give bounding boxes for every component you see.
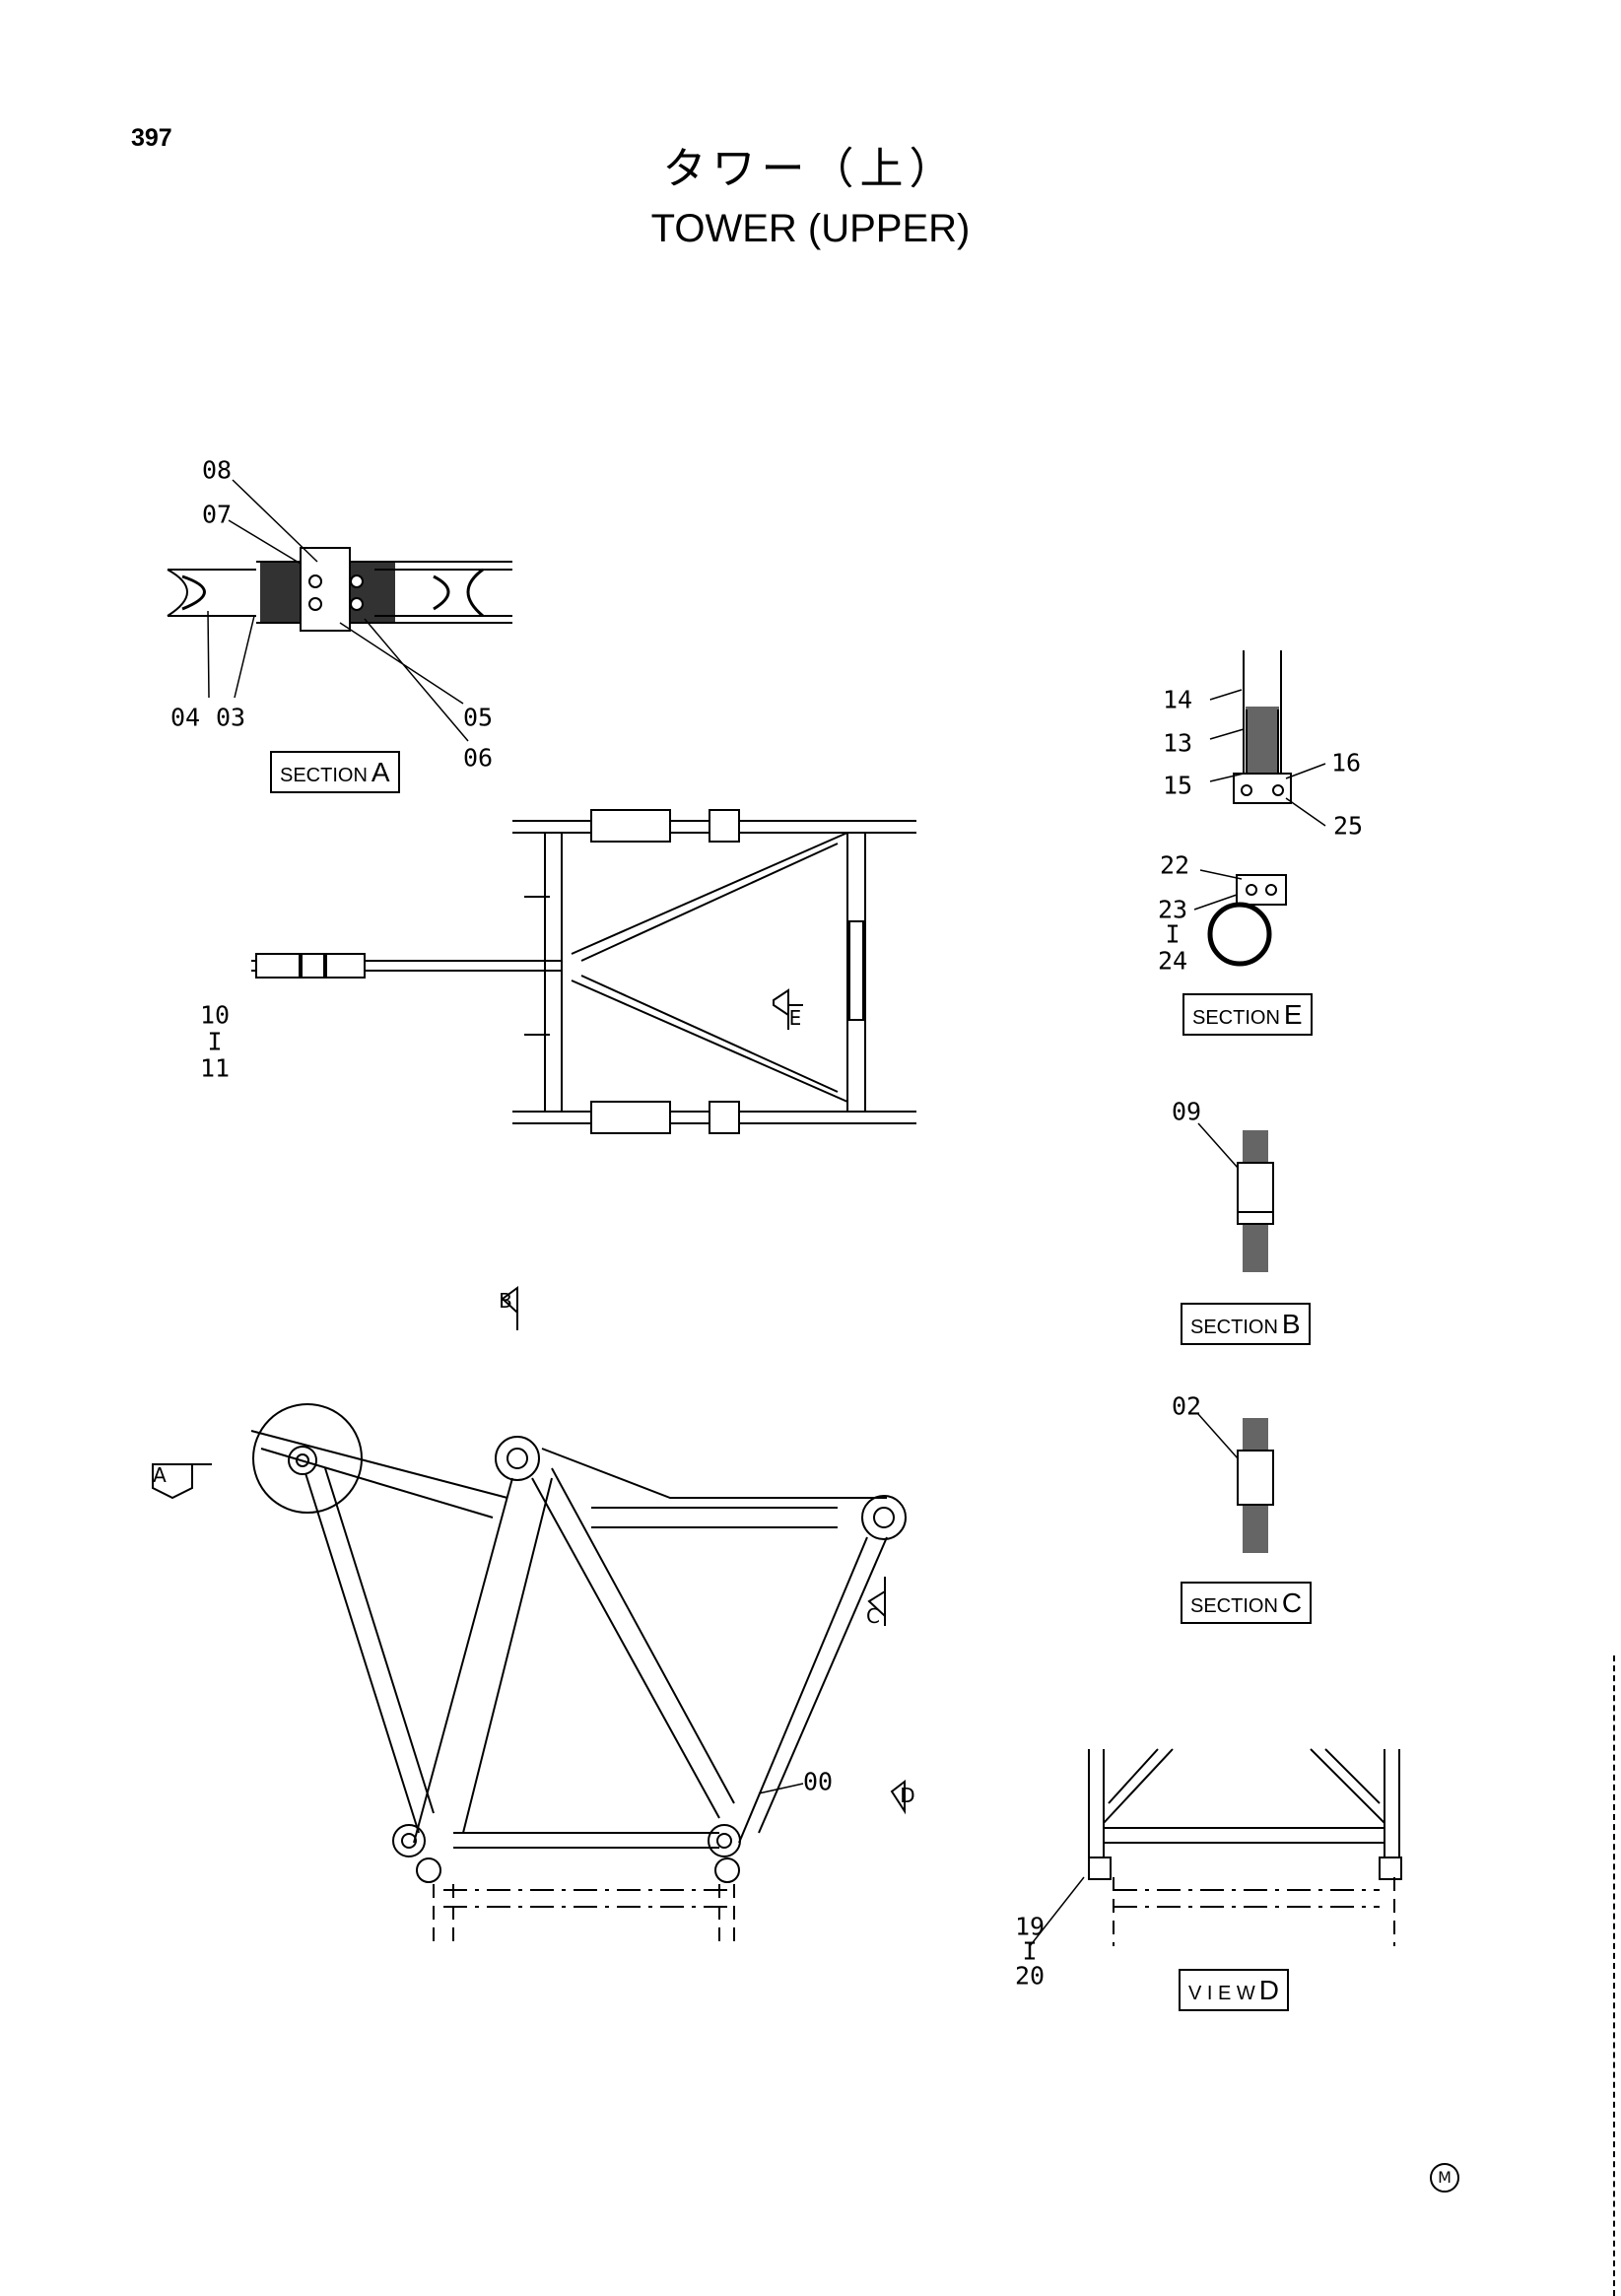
tower-plan-view xyxy=(251,809,916,1134)
part-callout-22: 22 xyxy=(1159,850,1190,880)
part-callout-02: 02 xyxy=(1171,1391,1202,1421)
part-callout-16: 16 xyxy=(1330,748,1362,777)
page-edge-line xyxy=(1613,1655,1615,2296)
part-callout-23-range: I xyxy=(1165,919,1181,949)
view-marker-b: B xyxy=(499,1289,512,1313)
part-callout-19-range: I xyxy=(1022,1936,1038,1966)
part-callout-13: 13 xyxy=(1162,728,1193,758)
part-callout-10: 10 xyxy=(199,1000,231,1030)
view-marker-e: E xyxy=(788,1006,802,1030)
section-e-detail xyxy=(1193,650,1326,967)
tower-side-elevation xyxy=(250,1403,907,1946)
part-callout-03: 03 xyxy=(215,703,246,732)
part-callout-24: 24 xyxy=(1157,946,1188,976)
section-c-detail xyxy=(1197,1413,1274,1553)
part-callout-23: 23 xyxy=(1157,895,1188,924)
view-marker-d: D xyxy=(900,1784,915,1807)
part-callout-15: 15 xyxy=(1162,771,1193,800)
view-d-detail xyxy=(1029,1748,1402,1947)
view-marker-a: A xyxy=(153,1463,167,1487)
part-callout-10-range: I xyxy=(207,1027,223,1056)
section-b-detail xyxy=(1197,1122,1274,1272)
section-a-detail xyxy=(167,479,512,742)
part-callout-20: 20 xyxy=(1014,1961,1046,1991)
part-callout-09: 09 xyxy=(1171,1097,1202,1126)
part-callout-06: 06 xyxy=(462,743,494,773)
part-callout-19: 19 xyxy=(1014,1912,1046,1941)
page-number: 397 xyxy=(131,124,172,152)
part-callout-08: 08 xyxy=(201,455,233,485)
part-callout-14: 14 xyxy=(1162,685,1193,714)
page-title: TOWER (UPPER) xyxy=(650,207,971,250)
page-title-japanese: タワー（上） xyxy=(662,144,959,194)
view-arrows xyxy=(152,988,906,1815)
part-callout-11: 11 xyxy=(199,1053,231,1083)
part-callout-25: 25 xyxy=(1332,811,1364,841)
part-callout-05: 05 xyxy=(462,703,494,732)
part-callout-00: 00 xyxy=(802,1767,834,1796)
part-callout-07: 07 xyxy=(201,500,233,529)
corner-mark: M xyxy=(1430,2163,1459,2193)
part-callout-04: 04 xyxy=(169,703,201,732)
view-marker-c: C xyxy=(866,1604,880,1628)
